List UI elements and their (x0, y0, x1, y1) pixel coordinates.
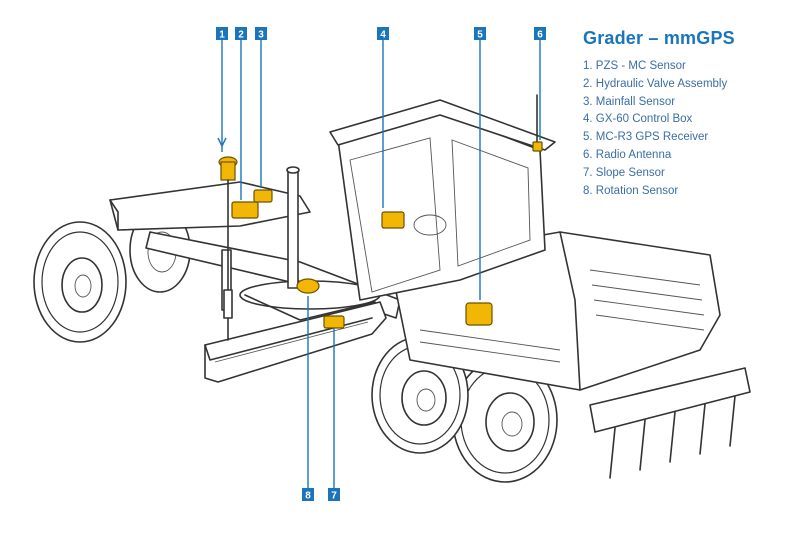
legend-item: 8. Rotation Sensor (583, 184, 679, 197)
rear-wheel-back (452, 357, 558, 483)
component-legend: Grader – mmGPS 1. PZS - MC Sensor 2. Hyd… (583, 28, 783, 200)
callout-8: 8 (302, 488, 314, 502)
diagram-title: Grader – mmGPS (583, 28, 735, 48)
valve-assembly (231, 201, 259, 219)
callout-6: 6 (534, 27, 546, 41)
legend-item: 1. PZS - MC Sensor (583, 60, 686, 72)
front-wheel-near (33, 221, 127, 343)
motor-grader-illustration (33, 99, 751, 483)
callout-5: 5 (474, 27, 486, 41)
mainfall-sensor (253, 189, 273, 203)
legend-item: 2. Hydraulic Valve Assembly (583, 77, 728, 90)
gps-receiver (465, 302, 493, 326)
legend-item: 3. Mainfall Sensor (583, 95, 676, 108)
pzs-sensor-body (220, 161, 236, 181)
legend-item: 7. Slope Sensor (583, 166, 665, 179)
rear-ripper (589, 367, 751, 479)
callout-7: 7 (328, 488, 340, 502)
callout-label: 7 (331, 491, 337, 502)
callout-label: 1 (219, 30, 225, 41)
callout-label: 6 (537, 30, 543, 41)
legend-list: 1. PZS - MC Sensor 2. Hydraulic Valve As… (583, 58, 783, 200)
legend-item: 4. GX-60 Control Box (583, 113, 693, 126)
callout-label: 3 (258, 30, 264, 41)
callout-1: 1 (216, 27, 228, 41)
callout-4: 4 (377, 27, 389, 41)
slope-sensor (323, 315, 345, 329)
callout-2: 2 (235, 27, 247, 41)
callout-leaders (217, 40, 541, 488)
callout-label: 2 (238, 30, 244, 41)
control-box (381, 211, 405, 229)
rotation-sensor (296, 278, 320, 294)
callout-label: 8 (305, 491, 311, 502)
mmgps-components (218, 94, 543, 341)
callout-label: 5 (477, 30, 483, 41)
callout-label: 4 (380, 30, 386, 41)
legend-item: 5. MC-R3 GPS Receiver (583, 131, 709, 144)
legend-item: 6. Radio Antenna (583, 148, 672, 161)
callout-3: 3 (255, 27, 267, 41)
radio-antenna (532, 141, 543, 152)
